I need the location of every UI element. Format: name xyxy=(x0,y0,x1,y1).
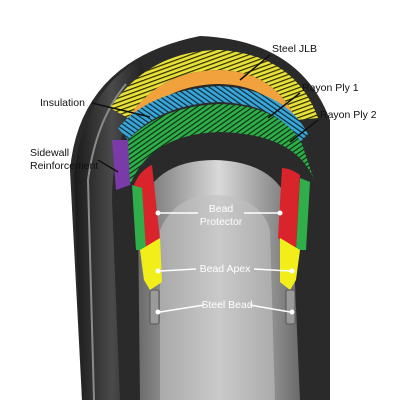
bead-apex-right xyxy=(280,238,300,290)
label-sidewall-line2: Reinforcement xyxy=(30,160,98,172)
dot-steel-bead-left xyxy=(155,309,161,315)
ply-edge-left xyxy=(132,185,146,250)
leader-bead-apex-left xyxy=(159,268,197,272)
label-rayon-ply-1: Rayon Ply 1 xyxy=(302,82,359,94)
leader-dots xyxy=(155,210,295,315)
steel-bead-right xyxy=(285,289,296,325)
dot-bead-apex-left xyxy=(155,268,161,274)
label-insulation: Insulation xyxy=(40,97,85,109)
leader-steel-bead-right xyxy=(249,304,291,313)
label-rayon-ply-2: Rayon Ply 2 xyxy=(320,109,377,121)
rayon-ply-1-layer xyxy=(118,86,308,142)
leader-lines-dark xyxy=(91,54,319,173)
tire-left-sidewall-highlight xyxy=(86,83,127,400)
rayon-ply-2-layer xyxy=(126,104,314,185)
label-bead-protector-line1: Bead xyxy=(209,203,234,215)
dot-bead-apex-right xyxy=(289,268,295,274)
steel-jlb-layer xyxy=(110,50,318,120)
label-steel-bead: Steel Bead xyxy=(201,299,253,311)
bead-protector-right xyxy=(278,168,300,250)
label-bead-apex: Bead Apex xyxy=(200,263,252,275)
leader-rayon-ply-2 xyxy=(289,119,319,143)
leader-rayon-ply-1 xyxy=(267,92,301,119)
label-bead-protector-line2: Protector xyxy=(200,216,243,228)
leader-insulation xyxy=(91,102,151,118)
leader-steel-jlb xyxy=(239,54,271,81)
steel-bead-left xyxy=(149,289,160,325)
sidewall-reinforcement-layer xyxy=(112,140,130,190)
leader-bead-apex-right xyxy=(253,268,291,272)
dot-steel-bead-right xyxy=(289,309,295,315)
leader-lines-light xyxy=(159,212,291,313)
dot-bead-protector-right xyxy=(277,210,283,216)
leader-steel-bead-left xyxy=(159,304,205,313)
label-sidewall-line1: Sidewall xyxy=(30,147,69,159)
bead-apex-left xyxy=(140,238,162,290)
insulation-layer xyxy=(128,70,296,125)
label-steel-jlb: Steel JLB xyxy=(272,43,317,55)
tire-left-sidewall xyxy=(74,60,150,400)
tire-inner-cavity-shadow xyxy=(160,195,275,400)
ply-edge-right xyxy=(296,178,310,250)
dot-bead-protector-left xyxy=(155,210,161,216)
leader-sidewall-reinforcement xyxy=(97,159,119,173)
